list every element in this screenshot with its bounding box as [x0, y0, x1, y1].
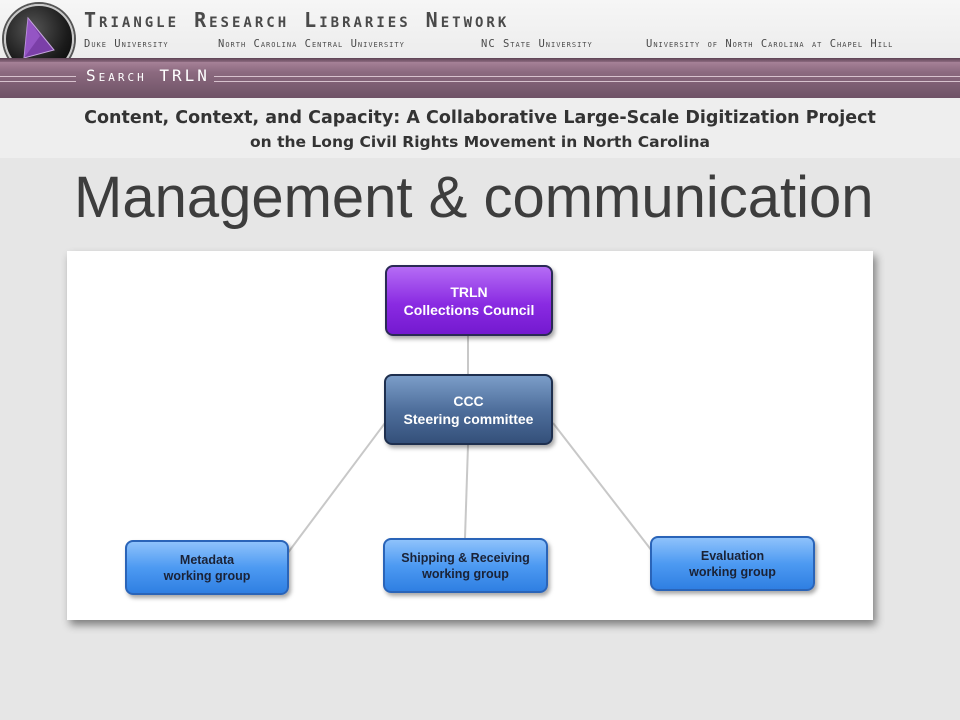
node-label: working group — [163, 568, 251, 583]
search-trln-link[interactable]: Search TRLN — [86, 66, 210, 85]
project-title-line2: on the Long Civil Rights Movement in Nor… — [250, 133, 710, 151]
edge-ccc-shipping — [464, 444, 469, 539]
org-name: Triangle Research Libraries Network — [84, 8, 510, 32]
node-shipping-receiving-working-group[interactable]: Shipping & Receiving working group — [383, 538, 548, 593]
node-label: Collections Council — [403, 301, 535, 318]
node-label: working group — [689, 564, 776, 579]
node-label: Evaluation — [700, 548, 765, 563]
slide-title: Management & communication — [74, 165, 874, 230]
node-label: TRLN — [450, 283, 488, 300]
node-ccc-steering-committee[interactable]: CCC Steering committee — [384, 374, 553, 445]
node-trln-collections-council[interactable]: TRLN Collections Council — [385, 265, 553, 336]
university-nccu[interactable]: North Carolina Central University — [218, 38, 405, 50]
university-duke[interactable]: Duke University — [84, 38, 169, 50]
header-banner: Triangle Research Libraries Network Duke… — [0, 0, 960, 98]
connector-layer — [286, 336, 653, 555]
project-band — [0, 98, 960, 158]
search-rule-left — [0, 76, 76, 82]
edge-ccc-metadata — [286, 422, 386, 555]
node-label: CCC — [453, 392, 484, 409]
node-evaluation-working-group[interactable]: Evaluation working group — [650, 536, 815, 591]
project-title-line1: Content, Context, and Capacity: A Collab… — [84, 108, 876, 128]
org-diagram: TRLN Collections Council CCC Steering co… — [67, 251, 873, 620]
search-rule-right — [214, 76, 960, 82]
search-bar: Search TRLN — [0, 58, 960, 98]
node-metadata-working-group[interactable]: Metadata working group — [125, 540, 289, 595]
node-label: Shipping & Receiving — [401, 550, 530, 565]
university-ncsu[interactable]: NC State University — [481, 38, 593, 50]
node-label: working group — [422, 566, 509, 581]
node-label: Metadata — [179, 552, 235, 567]
university-unc[interactable]: University of North Carolina at Chapel H… — [646, 38, 894, 50]
triangle-logo-icon — [23, 16, 55, 59]
node-label: Steering committee — [403, 410, 534, 427]
edge-ccc-evaluation — [552, 422, 653, 552]
